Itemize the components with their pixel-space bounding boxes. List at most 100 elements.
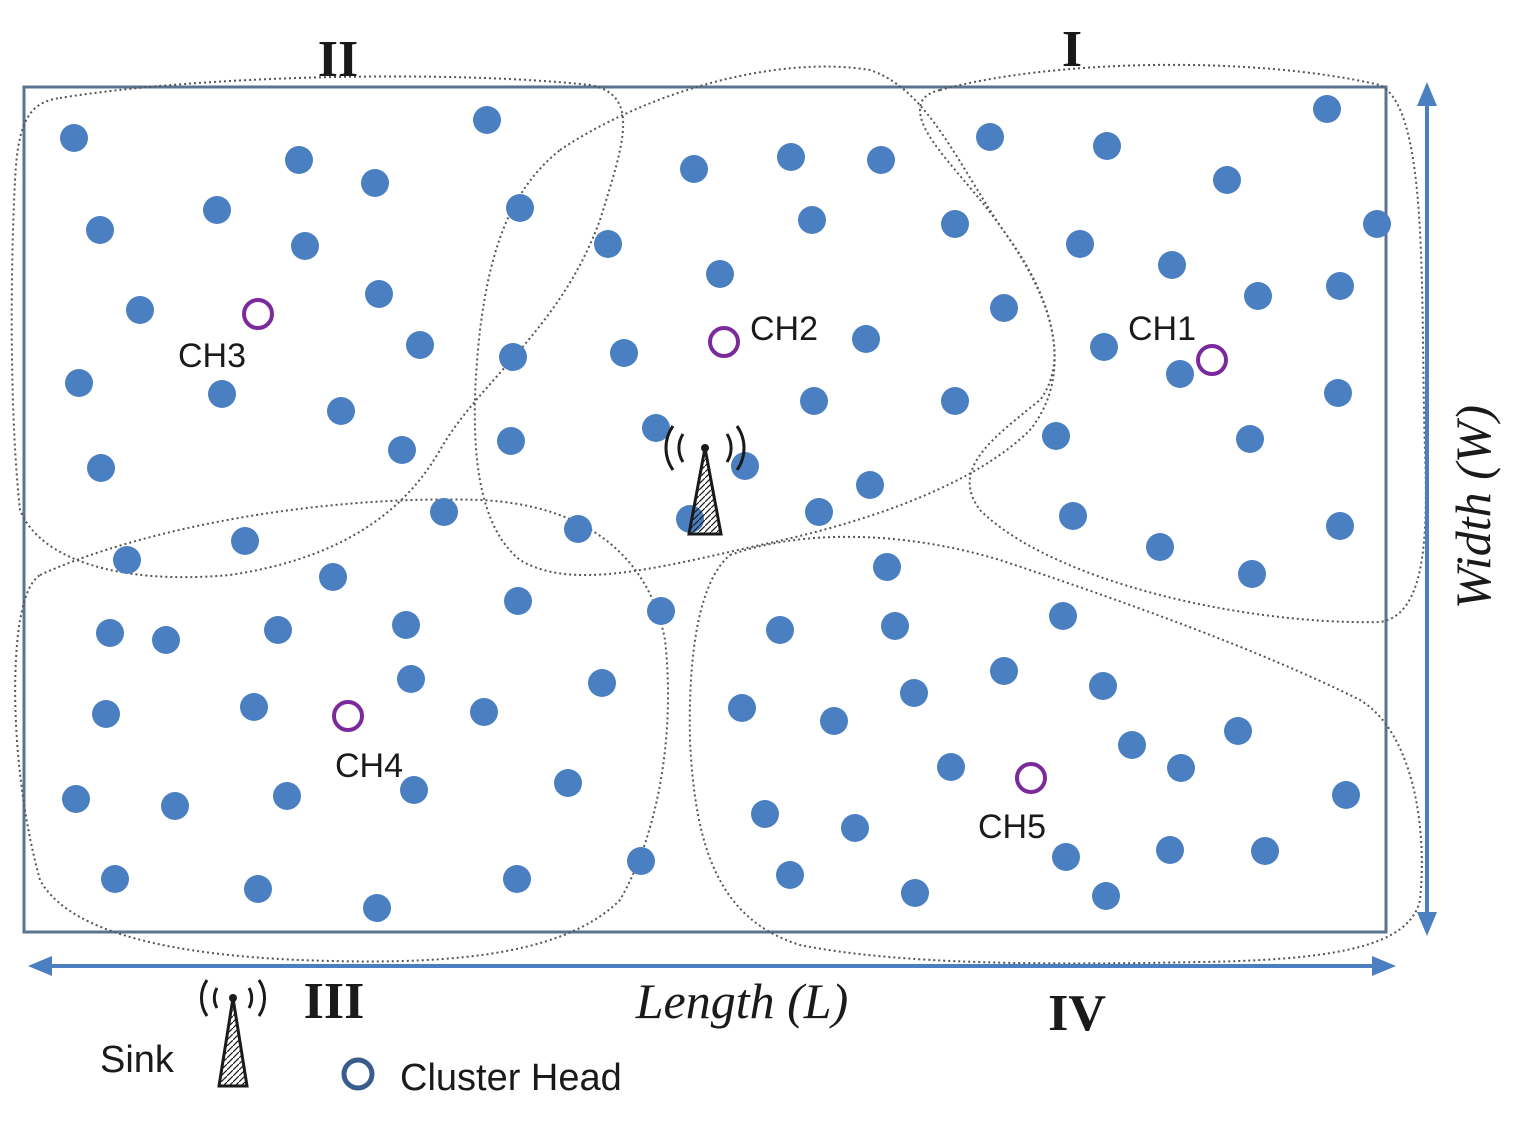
sensor-node bbox=[1093, 132, 1121, 160]
sensor-node bbox=[1066, 230, 1094, 258]
sensor-node bbox=[365, 280, 393, 308]
sensor-node bbox=[800, 387, 828, 415]
sensor-node bbox=[820, 707, 848, 735]
sensor-node bbox=[941, 387, 969, 415]
sensor-node bbox=[777, 143, 805, 171]
sensor-node bbox=[900, 679, 928, 707]
sensor-node bbox=[113, 546, 141, 574]
sensor-node bbox=[867, 146, 895, 174]
cluster-outline-i bbox=[918, 63, 1427, 624]
sensor-node bbox=[627, 847, 655, 875]
sensor-node bbox=[1236, 425, 1264, 453]
sensor-node bbox=[1363, 210, 1391, 238]
sensor-node bbox=[554, 769, 582, 797]
cluster-head-ch4 bbox=[332, 700, 364, 732]
sensor-node bbox=[499, 343, 527, 371]
sensor-node bbox=[610, 339, 638, 367]
sensor-node bbox=[397, 665, 425, 693]
cluster-outline-ii bbox=[10, 75, 625, 579]
sensor-node bbox=[503, 865, 531, 893]
sensor-node bbox=[62, 785, 90, 813]
sensor-node bbox=[990, 294, 1018, 322]
sensor-node bbox=[1049, 602, 1077, 630]
ch3-label: CH3 bbox=[178, 337, 246, 375]
legend-cluster-head-label: Cluster Head bbox=[400, 1057, 622, 1099]
sensor-node bbox=[1090, 333, 1118, 361]
sensor-node bbox=[881, 612, 909, 640]
sensor-node bbox=[363, 894, 391, 922]
sensor-node bbox=[319, 563, 347, 591]
legend-cluster-head-icon bbox=[341, 1057, 375, 1091]
sensor-node bbox=[406, 331, 434, 359]
sensor-node bbox=[392, 611, 420, 639]
sensor-node bbox=[647, 597, 675, 625]
sensor-node bbox=[798, 206, 826, 234]
sensor-node bbox=[1092, 882, 1120, 910]
width-axis-label: Width (W) bbox=[1445, 405, 1501, 609]
sensor-node bbox=[937, 753, 965, 781]
sensor-node bbox=[1042, 422, 1070, 450]
sensor-node bbox=[96, 619, 124, 647]
length-axis-label: Length (L) bbox=[635, 973, 849, 1029]
sensor-node bbox=[1326, 272, 1354, 300]
sensor-node bbox=[728, 694, 756, 722]
sensor-node bbox=[1244, 282, 1272, 310]
sensor-node bbox=[1166, 360, 1194, 388]
sensor-node bbox=[473, 106, 501, 134]
sensor-node bbox=[361, 169, 389, 197]
region-label-iii: III bbox=[304, 973, 365, 1030]
legend-sink-icon bbox=[200, 979, 266, 1088]
sensor-node bbox=[1326, 512, 1354, 540]
sensor-node bbox=[1213, 166, 1241, 194]
sensor-node bbox=[126, 296, 154, 324]
ch4-label: CH4 bbox=[335, 747, 403, 785]
sensor-node bbox=[1313, 95, 1341, 123]
sensor-node bbox=[327, 397, 355, 425]
sensor-node bbox=[60, 124, 88, 152]
sensor-node bbox=[504, 587, 532, 615]
sensor-node bbox=[1052, 843, 1080, 871]
ch2-label: CH2 bbox=[750, 310, 818, 348]
sensor-node bbox=[203, 196, 231, 224]
sensor-node bbox=[152, 626, 180, 654]
sensor-node bbox=[976, 123, 1004, 151]
sensor-node bbox=[731, 452, 759, 480]
sensor-node bbox=[594, 230, 622, 258]
region-label-ii: II bbox=[318, 31, 358, 88]
length-arrow bbox=[28, 956, 1396, 976]
sensor-node bbox=[941, 210, 969, 238]
sensor-node bbox=[244, 875, 272, 903]
sensor-node bbox=[1224, 717, 1252, 745]
sensor-node bbox=[564, 515, 592, 543]
sensor-node bbox=[285, 146, 313, 174]
sensor-node bbox=[680, 155, 708, 183]
cluster-outline-iv bbox=[688, 535, 1423, 965]
sensor-node bbox=[1158, 251, 1186, 279]
sensor-node bbox=[1238, 560, 1266, 588]
sensor-node bbox=[766, 616, 794, 644]
sensor-node bbox=[470, 698, 498, 726]
sensor-node bbox=[87, 454, 115, 482]
sensor-node bbox=[264, 616, 292, 644]
sensor-node bbox=[291, 232, 319, 260]
sensor-node bbox=[86, 216, 114, 244]
sensor-node bbox=[1156, 836, 1184, 864]
sensor-node bbox=[231, 527, 259, 555]
cluster-outline-iii bbox=[14, 498, 669, 963]
sensor-node bbox=[1251, 837, 1279, 865]
sensor-node bbox=[873, 553, 901, 581]
region-label-i: I bbox=[1062, 21, 1082, 78]
sensor-node bbox=[430, 498, 458, 526]
field-boundary bbox=[22, 85, 1388, 934]
sensor-node bbox=[856, 471, 884, 499]
cluster-head-ch2 bbox=[708, 326, 740, 358]
sensor-node bbox=[805, 498, 833, 526]
sensor-node bbox=[852, 325, 880, 353]
sensor-node bbox=[776, 861, 804, 889]
sensor-node bbox=[65, 369, 93, 397]
sensor-node bbox=[101, 865, 129, 893]
sensor-node bbox=[208, 380, 236, 408]
sensor-node bbox=[1324, 379, 1352, 407]
sensor-nodes bbox=[60, 95, 1391, 922]
